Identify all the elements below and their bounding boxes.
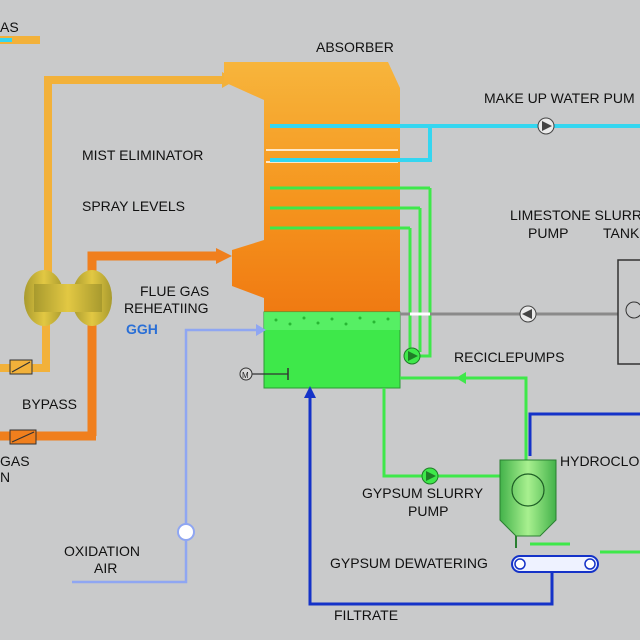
label-limestone-slurry: LIMESTONE SLURR [510, 207, 640, 223]
label-ggh: GGH [126, 321, 158, 337]
recycle-return-arrow [456, 372, 466, 384]
belt-filter-icon [511, 555, 599, 573]
label-filtrate: FILTRATE [334, 607, 398, 623]
limestone-tank [617, 259, 640, 365]
raw-gas-duct-to-absorber [87, 251, 220, 436]
svg-text:M: M [242, 371, 249, 380]
filtrate-arrow [304, 386, 316, 398]
label-gas-bottom-2: N [0, 469, 10, 485]
slurry-bubbles [274, 316, 390, 326]
label-mist-eliminator: MIST ELIMINATOR [82, 147, 203, 163]
label-limestone-tank: TANK [603, 225, 640, 241]
label-gypsum-slurry: GYPSUM SLURRY [362, 485, 484, 501]
label-flue-gas-top: AS [0, 19, 19, 35]
label-make-up-water: MAKE UP WATER PUM [484, 90, 635, 106]
label-spray-levels: SPRAY LEVELS [82, 198, 185, 214]
label-flue-gas: FLUE GAS [140, 283, 209, 299]
make-up-water-pump-icon [537, 117, 555, 135]
motor-icon: M [239, 367, 289, 381]
label-hydrocyclone: HYDROCLO [560, 453, 639, 469]
oxidation-air-line [72, 328, 262, 584]
raw-gas-arrow [216, 248, 232, 264]
label-bypass: BYPASS [22, 396, 77, 412]
label-recicle-pumps: RECICLEPUMPS [454, 349, 564, 365]
hydrocyclone-icon [499, 459, 557, 548]
gypsum-slurry-lines [382, 376, 640, 554]
filtrate-lines [308, 392, 640, 606]
limestone-pump-icon [519, 305, 537, 323]
gypsum-slurry-pump-icon [421, 467, 439, 485]
recycle-pump-icon [403, 347, 421, 365]
bypass-damper-bottom [9, 429, 37, 445]
label-gypsum-slurry-pump: PUMP [408, 503, 448, 519]
label-gas-bottom: GAS [0, 453, 30, 469]
label-air: AIR [94, 560, 117, 576]
spray-level-lines [270, 186, 432, 358]
absorber-tower [224, 62, 401, 389]
bypass-damper-top [9, 359, 33, 375]
label-limestone-pump: PUMP [528, 225, 568, 241]
oxidation-air-blower-icon [177, 523, 195, 541]
oxidation-air-arrow [256, 324, 266, 336]
ggh-heat-exchanger-icon [24, 270, 112, 326]
make-up-water-lines [0, 38, 640, 162]
label-oxidation: OXIDATION [64, 543, 140, 559]
clean-gas-duct-to-stack [44, 76, 224, 280]
label-absorber: ABSORBER [316, 39, 394, 55]
label-gypsum-dewatering: GYPSUM DEWATERING [330, 555, 488, 571]
label-reheating: REHEATIING [124, 300, 209, 316]
